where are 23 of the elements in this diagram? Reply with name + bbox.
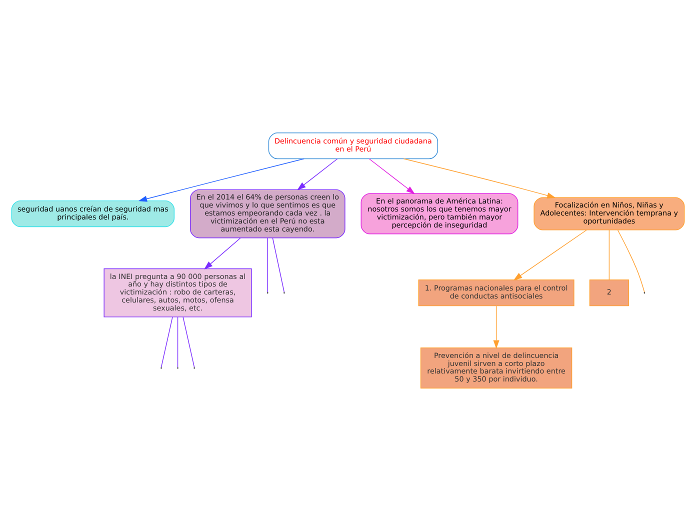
arrow bbox=[513, 229, 587, 280]
node-box: En el 2014 el 64% de personas creen lo que vivimos y lo que sentimos es que estamos empeorando cada vez . la victimización en el Perú no esta aumentado esta cayendo. bbox=[190, 188, 346, 238]
node-box: Focalización en Niños, Niñas y Adolecentes: Intervención temprana y oportunidades bbox=[534, 196, 685, 230]
arrow bbox=[204, 237, 241, 269]
node-box: En el panorama de América Latina: nosotros somos los que tenemos mayor victimización, pero también mayor percepción de inseguridad bbox=[360, 192, 518, 234]
connector bbox=[160, 316, 173, 368]
node-box: la INEI pregunta a 90 000 personas al año y hay distintos tipos de victimización : robo de carteras, celulares, autos, motos, ofensa sexuales, etc. bbox=[104, 268, 252, 317]
connector bbox=[177, 316, 178, 368]
node-box: 1. Programas nacionales para el control de conductas antisociales bbox=[418, 279, 574, 306]
arrow bbox=[368, 158, 415, 194]
connector bbox=[608, 229, 610, 280]
node-box: 2 bbox=[589, 279, 629, 306]
arrow bbox=[403, 158, 556, 198]
arrow bbox=[138, 158, 304, 202]
arrow bbox=[297, 158, 338, 190]
connector bbox=[617, 229, 645, 292]
node-box: Prevención a nivel de delincuencia juvenil sirven a corto plazo relativamente barata invirtiendo entre 50 y 350 por individuo. bbox=[420, 347, 572, 388]
connector bbox=[267, 237, 268, 292]
node-box: Delincuencia común y seguridad ciudadana en el Perú bbox=[268, 132, 438, 159]
connector bbox=[272, 237, 285, 292]
connector bbox=[182, 316, 195, 368]
arrow bbox=[493, 305, 500, 348]
node-box: seguridad uanos creían de seguridad mas principales del país. bbox=[11, 200, 175, 227]
